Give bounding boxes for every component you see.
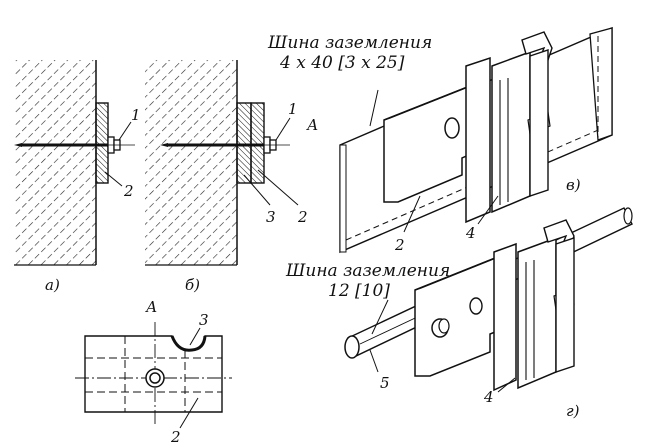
round-bar-far-end — [623, 207, 633, 225]
panel-v-caption: в) — [566, 176, 581, 194]
detail-leader-3 — [189, 327, 201, 346]
panel-b-leader-2 — [257, 169, 299, 206]
round-clip-flange-right — [517, 236, 557, 390]
panel-b-wall-mount: 1 А 3 2 б) — [145, 60, 318, 294]
panel-b-view-A: А — [306, 116, 318, 134]
round-clip-bolt-1-head — [438, 318, 450, 334]
panel-a-leader-2 — [104, 171, 123, 187]
detail-bus-notch-hatch — [170, 335, 207, 352]
panel-a-label-2: 2 — [123, 182, 134, 200]
flat-bus-title-line2: 4 x 40 [3 x 25] — [279, 53, 405, 73]
panel-b-bus-bar — [250, 102, 265, 184]
round-bus-title-line2: 12 [10] — [328, 281, 390, 301]
panel-v-leader-2 — [403, 195, 421, 233]
clip-plate-hole — [444, 117, 460, 139]
detail-view-A: А 3 2 — [75, 298, 232, 446]
panel-v-label-2: 2 — [394, 236, 405, 254]
round-bus-title-line1: Шина заземления — [285, 261, 450, 281]
clip-right-body — [529, 49, 549, 197]
panel-g-leader-4 — [497, 377, 516, 393]
panel-b-leader-1 — [275, 117, 291, 141]
panel-g-leader-5 — [369, 349, 379, 373]
detail-leader-2 — [179, 397, 199, 429]
panel-a-nail-tip — [14, 143, 22, 147]
panel-g-label-5: 5 — [380, 374, 390, 392]
panel-b-label-3: 3 — [266, 208, 276, 226]
panel-a-leader-1 — [118, 121, 132, 141]
panel-b-leader-3 — [243, 174, 271, 206]
panel-g-round-bus-clip: Шина заземления 12 [10] 5 4 г) — [285, 207, 633, 420]
panel-a-caption: а) — [45, 276, 60, 294]
panel-b-spacer — [236, 102, 252, 184]
panel-g-leader-title — [371, 299, 389, 335]
panel-b-label-1: 1 — [288, 100, 298, 118]
detail-label-3: 3 — [199, 311, 209, 329]
flat-bus-edge — [339, 144, 347, 253]
flat-bus-title-line1: Шина заземления — [267, 33, 432, 53]
panel-a-bus-bar — [95, 102, 109, 184]
panel-b-caption: б) — [185, 276, 200, 294]
panel-g-label-4: 4 — [483, 388, 494, 406]
round-clip-right-body — [555, 237, 575, 373]
panel-b-nail-tip — [160, 143, 168, 147]
panel-b-label-2: 2 — [297, 208, 308, 226]
panel-v-leader-title — [369, 89, 379, 127]
clip-flange-right — [491, 50, 531, 214]
flat-bus-cut-end — [589, 27, 613, 141]
round-bar-end — [344, 335, 360, 359]
panel-v-flat-bus-clip: Шина заземления 4 x 40 [3 x 25] 2 4 в) — [267, 26, 613, 254]
round-clip-flange-left — [493, 242, 517, 392]
detail-label-2: 2 — [170, 428, 181, 446]
detail-nail-head-inner — [149, 372, 161, 384]
panel-a-wall — [14, 60, 96, 265]
panel-a-wall-mount: 1 2 а) — [14, 60, 141, 294]
panel-g-caption: г) — [566, 402, 580, 420]
panel-v-leader-4 — [477, 195, 499, 225]
clip-flange-left — [465, 56, 491, 224]
detail-A-label: А — [145, 298, 157, 316]
round-clip-bolt-2 — [469, 297, 483, 315]
panel-b-wall — [145, 60, 237, 265]
panel-v-label-4: 4 — [465, 224, 476, 242]
panel-a-label-1: 1 — [131, 106, 141, 124]
